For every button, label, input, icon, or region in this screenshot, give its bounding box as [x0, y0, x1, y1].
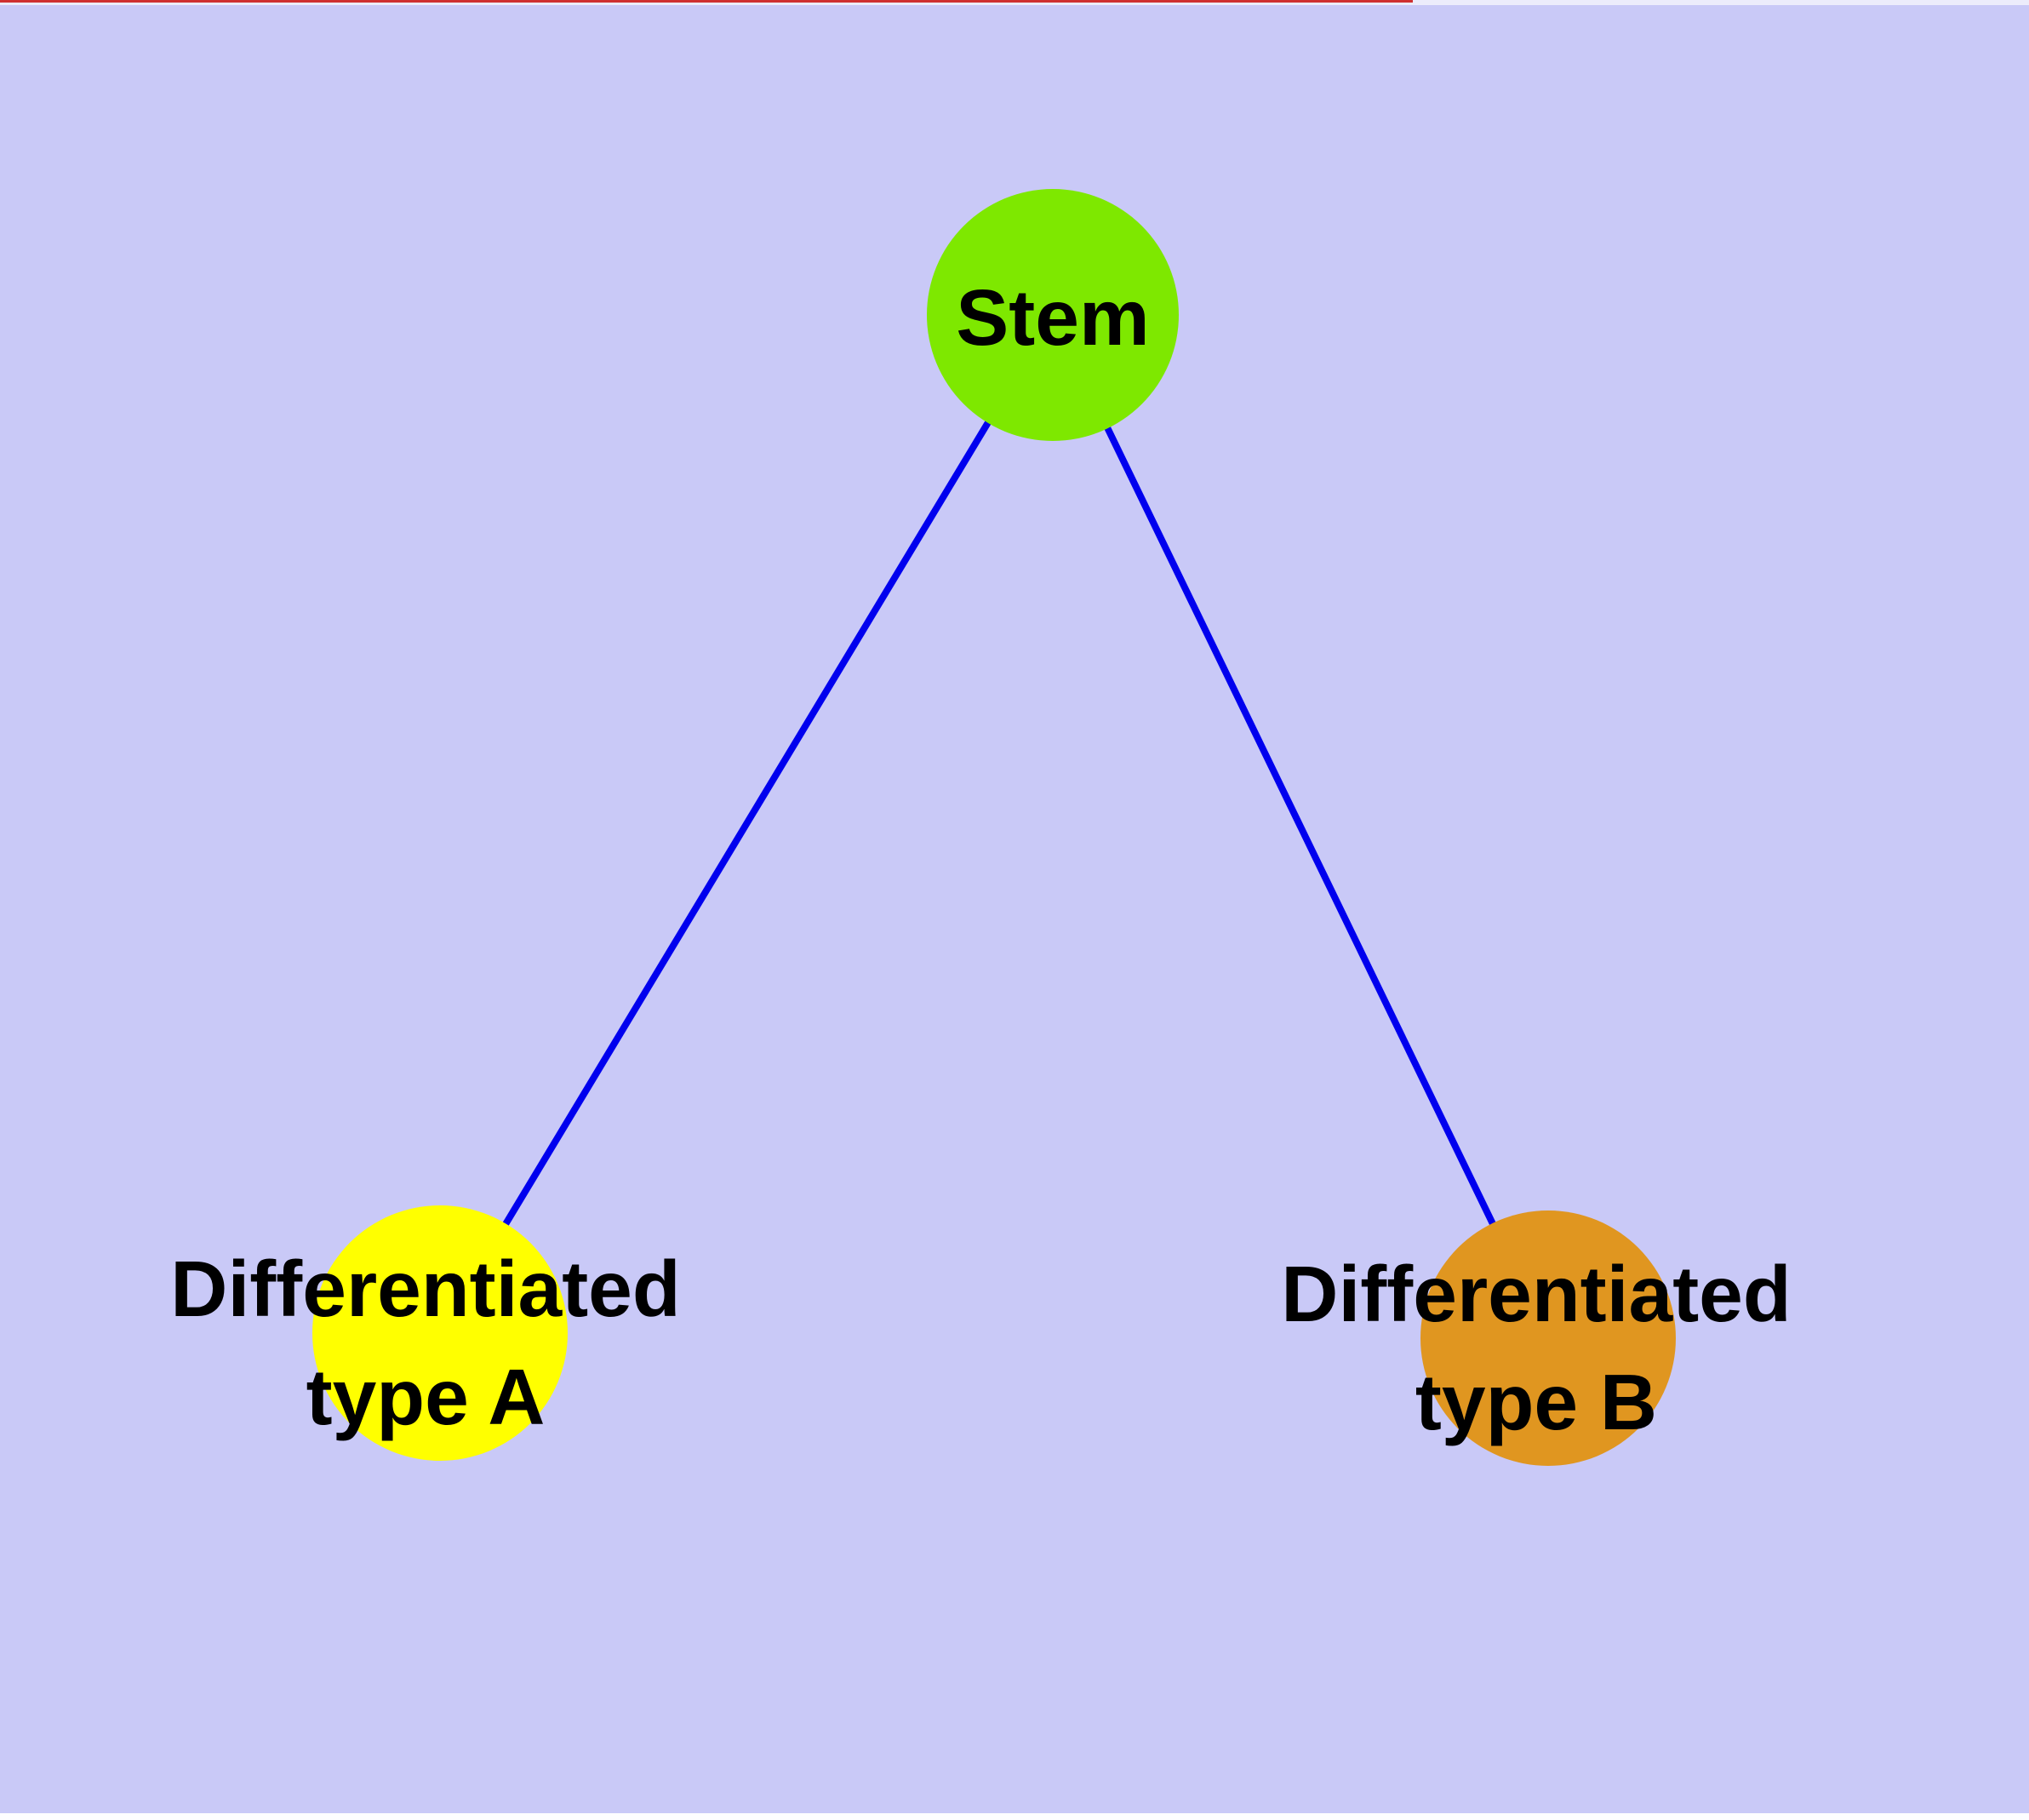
- node-type-a-label-line2: type A: [306, 1353, 546, 1441]
- node-stem-label: Stem: [956, 273, 1149, 362]
- node-type-a-circle: [312, 1205, 568, 1461]
- node-type-b-label-line1: Differentiated: [1281, 1250, 1791, 1338]
- top-edge-red-line: [0, 0, 1413, 3]
- edge-stem-to-type-a: [437, 312, 1056, 1336]
- node-type-b-circle: [1420, 1210, 1676, 1466]
- node-type-a-label-line1: Differentiated: [170, 1245, 680, 1333]
- node-type-b-label-line2: type B: [1415, 1358, 1657, 1446]
- top-edge-band: [0, 0, 2029, 5]
- node-stem-circle: [927, 189, 1179, 441]
- edge-stem-to-type-b: [1049, 313, 1552, 1340]
- bottom-edge-band: [0, 1813, 2029, 1820]
